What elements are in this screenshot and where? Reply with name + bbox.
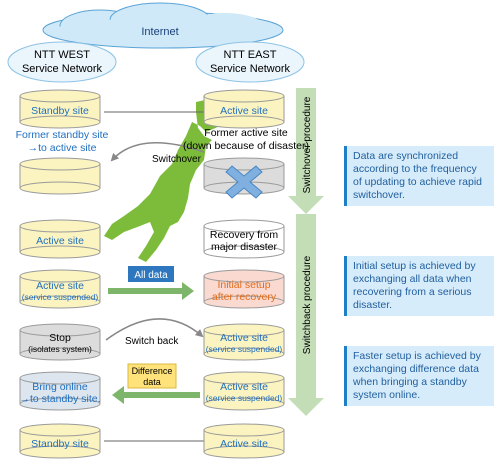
east-recovery-cylinder: [203, 219, 285, 259]
west-active-site-label: Active site: [36, 235, 84, 247]
west-active-suspended-label-1: Active site: [36, 280, 84, 292]
east-active-suspended-2-label-1: Active site: [220, 381, 268, 393]
all-data-tag: [128, 266, 174, 282]
west-standby-site-cylinder: [19, 89, 101, 129]
east-active-site-final-cylinder: [203, 423, 285, 459]
note-initial-setup: Initial setup is achieved by exchanging …: [344, 256, 494, 316]
west-stop-cylinder: [19, 323, 101, 361]
east-active-site-final-label: Active site: [220, 438, 268, 450]
west-active-suspended-cylinder: [19, 269, 101, 309]
east-active-suspended-2-label-2: (service suspended): [206, 393, 283, 403]
west-network-title-2: Service Network: [22, 63, 103, 75]
east-initial-setup-label-2: after recovery: [212, 291, 277, 303]
all-data-arrow: [108, 282, 194, 300]
east-active-suspended-1-label-1: Active site: [220, 332, 268, 344]
west-standby-site-final-label: Standby site: [31, 438, 89, 450]
west-former-standby-label-1: Former standby site: [16, 129, 109, 141]
difference-data-arrow: [112, 386, 200, 404]
switchover-arrow-label: Switchover: [152, 154, 202, 165]
west-standby-site-final-cylinder: [19, 423, 101, 459]
east-active-suspended-2-cylinder: [203, 371, 285, 411]
west-bring-online-label-2: →to standby site.: [19, 393, 100, 405]
west-bring-online-label-1: Bring online: [32, 381, 88, 393]
east-active-suspended-1-cylinder: [203, 323, 285, 361]
west-former-standby-cylinder: [19, 157, 101, 195]
switchover-arrow: [288, 88, 324, 214]
west-network-title-1: NTT WEST: [34, 49, 90, 61]
switchover-procedure-label: Switchover procedure: [302, 96, 313, 193]
east-initial-setup-cylinder: [203, 269, 285, 309]
difference-data-label-2: data: [143, 377, 161, 387]
east-network-title-1: NTT EAST: [224, 49, 277, 61]
failure-x-icon: [225, 165, 263, 199]
east-recovery-label-2: major disaster: [211, 241, 277, 253]
switchback-arrow: [288, 214, 324, 416]
east-former-active-label-2: (down because of disaster): [183, 140, 309, 152]
west-stop-label-1: Stop: [49, 332, 71, 344]
west-network-bubble: [7, 41, 117, 83]
east-network-bubble: [195, 41, 305, 83]
west-bring-online-cylinder: [19, 371, 101, 411]
east-former-active-label-1: Former active site: [204, 127, 288, 139]
switchover-curved-arrow: [110, 141, 205, 162]
note-faster-setup: Faster setup is achieved by exchanging d…: [344, 346, 494, 406]
difference-data-label-1: Difference: [132, 366, 173, 376]
west-standby-site-label: Standby site: [31, 105, 89, 117]
japan-map: [104, 98, 222, 262]
east-network-title-2: Service Network: [210, 63, 291, 75]
switch-back-arrow-label: Switch back: [125, 336, 179, 347]
west-former-standby-label-2: →to active site: [28, 142, 97, 154]
all-data-label: All data: [134, 270, 168, 281]
difference-data-tag: [127, 363, 177, 389]
east-initial-setup-label-1: Initial setup: [217, 279, 270, 291]
switch-back-curved-arrow: [105, 318, 204, 341]
east-recovery-label-1: Recovery from: [210, 229, 279, 241]
east-active-site-cylinder: [203, 89, 285, 129]
internet-label: Internet: [141, 26, 178, 38]
internet-cloud: [42, 2, 284, 49]
east-active-site-label: Active site: [220, 105, 268, 117]
switchback-procedure-label: Switchback procedure: [302, 255, 313, 354]
west-stop-label-2: (isolates system): [28, 344, 92, 354]
west-active-site-cylinder: [19, 219, 101, 259]
note-switchover: Data are synchronized according to the f…: [344, 146, 494, 206]
east-active-suspended-1-label-2: (service suspended): [206, 344, 283, 354]
west-active-suspended-label-2: (service suspended): [22, 292, 99, 302]
